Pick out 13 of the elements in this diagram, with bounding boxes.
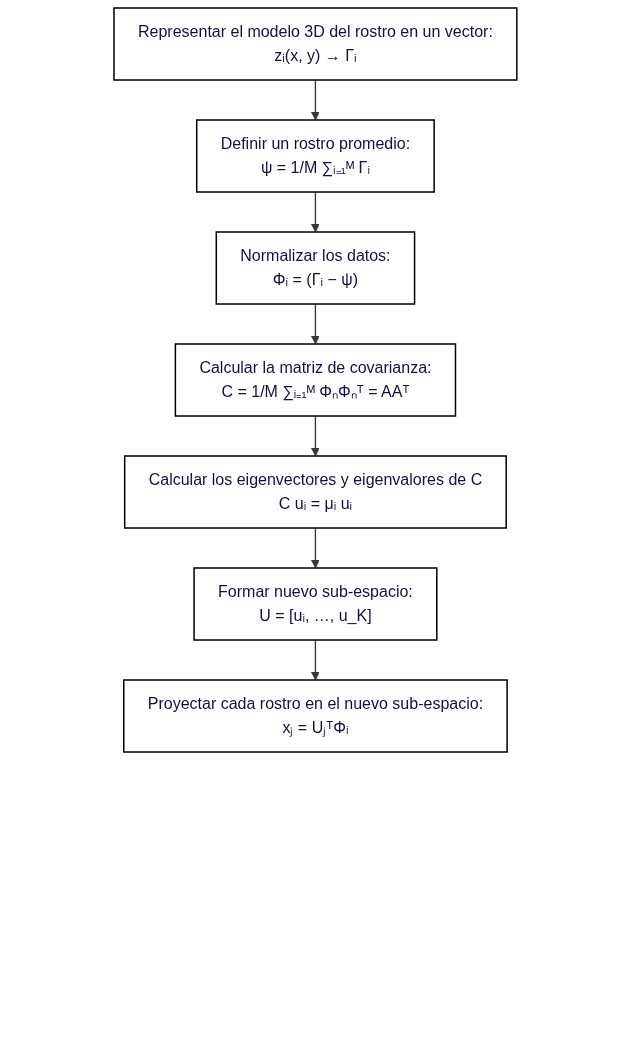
arrow bbox=[311, 303, 320, 345]
arrow bbox=[311, 639, 320, 681]
node-box: Calcular la matriz de covarianza: C = 1/M ∑ᵢ₌₁ᴹ ΦₙΦₙᵀ = AAᵀ bbox=[174, 343, 457, 417]
node-box: Representar el modelo 3D del rostro en un vector: zᵢ(x, y) → Γᵢ bbox=[113, 7, 518, 81]
arrow bbox=[311, 527, 320, 569]
node-box: Definir un rostro promedio: ψ = 1/M ∑ᵢ₌₁ᴹ Γᵢ bbox=[196, 119, 435, 193]
node-box: Normalizar los datos: Φᵢ = (Γᵢ − ψ) bbox=[215, 231, 416, 305]
arrow bbox=[311, 191, 320, 233]
node-box: Proyectar cada rostro en el nuevo sub-espacio: xⱼ = UⱼᵀΦᵢ bbox=[123, 679, 508, 753]
arrow bbox=[311, 415, 320, 457]
node-box: Formar nuevo sub-espacio: U = [uᵢ, …, u_K] bbox=[193, 567, 438, 641]
node-box: Calcular los eigenvectores y eigenvalores de C C uᵢ = μᵢ uᵢ bbox=[124, 455, 507, 529]
arrow bbox=[311, 79, 320, 121]
